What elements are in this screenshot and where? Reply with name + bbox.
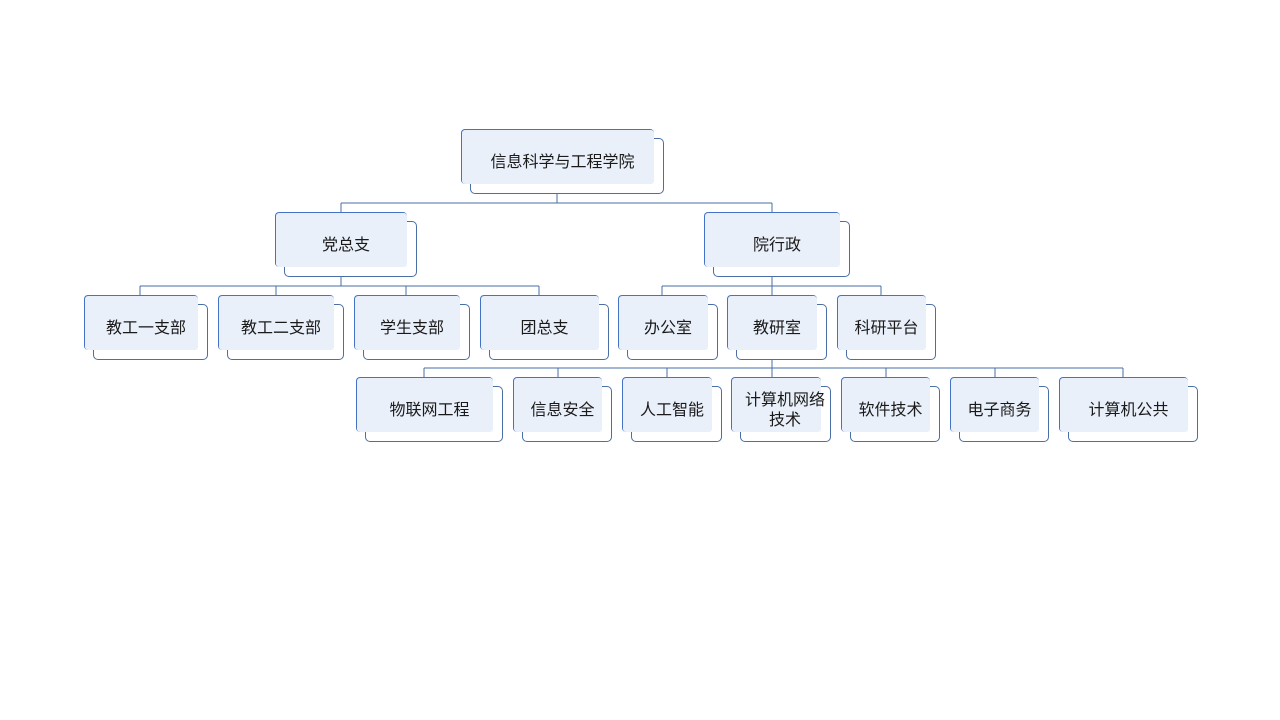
node-label: 学生支部 xyxy=(379,317,444,337)
node-teaching-child: 物联网工程 xyxy=(356,377,503,442)
node-party-branch: 党总支 xyxy=(275,212,417,277)
node-party-child: 团总支 xyxy=(480,295,609,360)
node-label: 教工二支部 xyxy=(240,317,321,337)
node-party-child: 教工一支部 xyxy=(84,295,208,360)
node-label: 信息安全 xyxy=(530,399,595,419)
node-admin-child: 教研室 xyxy=(727,295,827,360)
node-label: 教工一支部 xyxy=(105,317,186,337)
node-teaching-child: 电子商务 xyxy=(950,377,1049,442)
node-college: 信息科学与工程学院 xyxy=(461,129,664,194)
node-label: 院行政 xyxy=(752,234,801,254)
node-label: 党总支 xyxy=(321,234,370,254)
node-party-child: 教工二支部 xyxy=(218,295,344,360)
node-label: 物联网工程 xyxy=(389,399,470,419)
node-label: 教研室 xyxy=(752,317,801,337)
node-admin-child: 科研平台 xyxy=(837,295,936,360)
node-label: 电子商务 xyxy=(967,399,1032,419)
node-teaching-child: 计算机网络技术 xyxy=(731,377,831,442)
node-label: 科研平台 xyxy=(854,317,919,337)
node-label: 计算机网络技术 xyxy=(745,389,826,429)
node-label: 人工智能 xyxy=(639,399,704,419)
node-teaching-child: 软件技术 xyxy=(841,377,940,442)
node-label: 计算机公共 xyxy=(1088,399,1169,419)
node-party-child: 学生支部 xyxy=(354,295,470,360)
node-label: 办公室 xyxy=(643,317,692,337)
node-teaching-child: 信息安全 xyxy=(513,377,612,442)
node-teaching-child: 计算机公共 xyxy=(1059,377,1198,442)
node-label: 信息科学与工程学院 xyxy=(490,151,635,171)
node-administration: 院行政 xyxy=(704,212,850,277)
node-label: 团总支 xyxy=(520,317,569,337)
node-teaching-child: 人工智能 xyxy=(622,377,722,442)
node-admin-child: 办公室 xyxy=(618,295,718,360)
node-label: 软件技术 xyxy=(858,399,923,419)
